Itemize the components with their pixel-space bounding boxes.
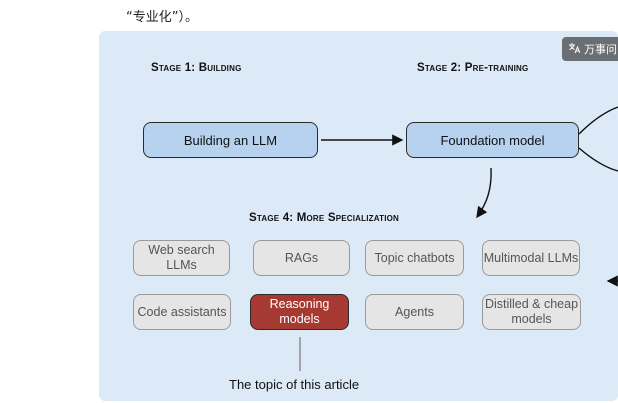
translate-badge-label: 万事问 [584,44,617,56]
llm-stages-diagram: 万事问 Stage 1: Building Stage 2: Pre-train… [99,31,618,401]
stage-1-title: Stage 1: Building [151,62,242,74]
node-agents: Agents [365,294,464,330]
arrow-foundation-to-specialization [476,167,492,219]
node-web-search-llms: Web search LLMs [133,240,230,276]
translate-icon [568,42,581,57]
node-foundation-model: Foundation model [406,122,579,158]
node-building-llm: Building an LLM [143,122,318,158]
translate-badge[interactable]: 万事问 [562,37,618,61]
node-rags: RAGs [253,240,350,276]
node-reasoning-models: Reasoning models [250,294,349,330]
article-text-fragment: “专业化”）。 [126,10,198,25]
node-topic-chatbots: Topic chatbots [365,240,464,276]
stage-4-title: Stage 4: More Specialization [249,212,400,224]
diagram-connectors [299,106,618,371]
node-distilled-models: Distilled & cheap models [482,294,581,330]
branch-line-up [578,106,618,135]
caption-topic-of-article: The topic of this article [229,377,360,392]
branch-line-down [578,147,618,172]
node-multimodal-llms: Multimodal LLMs [482,240,580,276]
node-code-assistants: Code assistants [133,294,231,330]
stage-2-title: Stage 2: Pre-training [417,62,529,74]
